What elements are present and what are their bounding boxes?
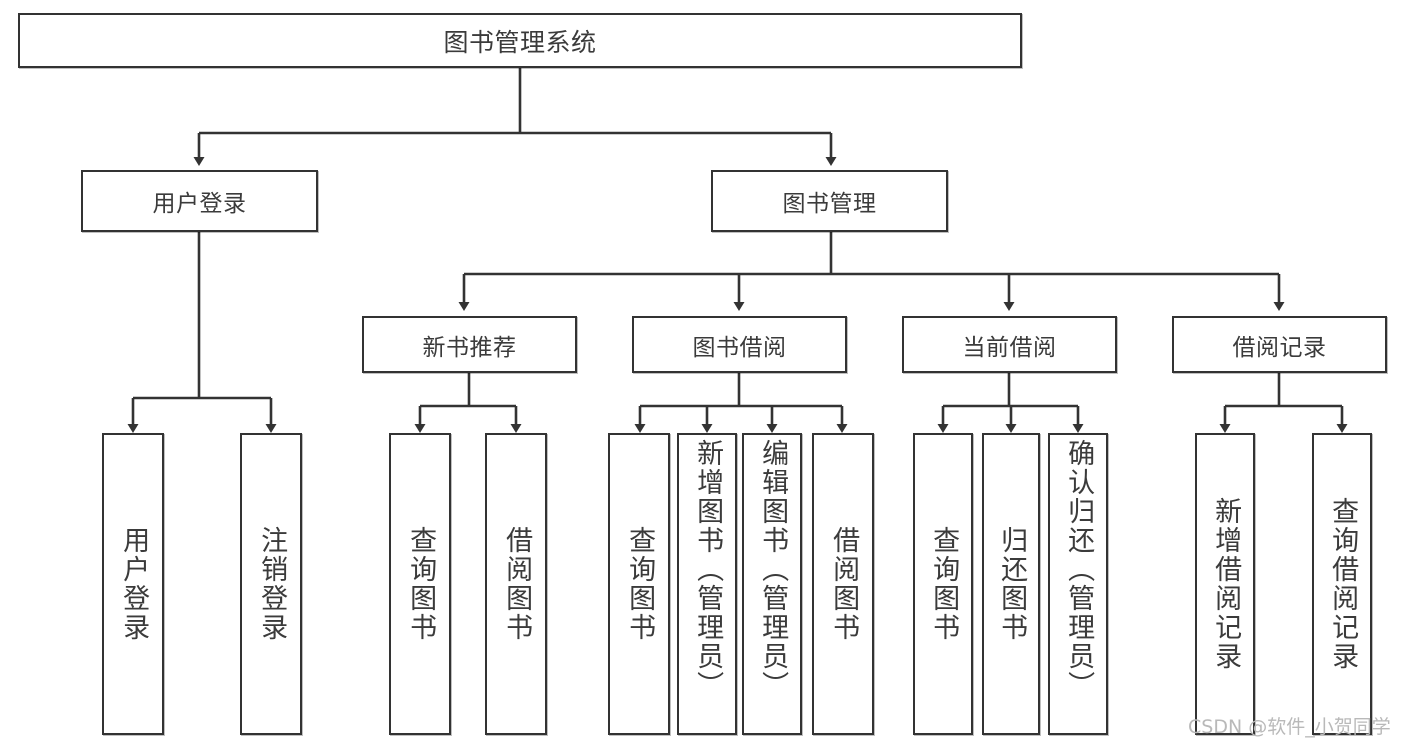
leaf-query-borrow-record[interactable]: 查询借阅记录 [1312, 433, 1372, 735]
leaf-borrow-book-1[interactable]: 借阅图书 [485, 433, 547, 735]
leaf-add-borrow-record-label: 新增借阅记录 [1210, 497, 1242, 671]
leaf-user-login-label: 用户登录 [118, 526, 150, 642]
node-root[interactable]: 图书管理系统 [18, 13, 1022, 68]
node-book-management-label: 图书管理 [782, 191, 877, 217]
node-current-borrow-label: 当前借阅 [962, 334, 1057, 361]
node-new-book-recommend-label: 新书推荐 [422, 334, 517, 361]
node-new-book-recommend[interactable]: 新书推荐 [362, 316, 577, 373]
leaf-logout-login-label: 注销登录 [256, 526, 288, 642]
leaf-add-book-admin[interactable]: 新增图书（管理员） [677, 433, 737, 735]
node-book-borrow[interactable]: 图书借阅 [632, 316, 847, 373]
leaf-add-book-admin-label: 新增图书（管理员） [692, 439, 724, 700]
node-current-borrow[interactable]: 当前借阅 [902, 316, 1117, 373]
leaf-query-book-3-label: 查询图书 [928, 526, 960, 642]
node-borrow-record[interactable]: 借阅记录 [1172, 316, 1387, 373]
leaf-user-login[interactable]: 用户登录 [102, 433, 164, 735]
leaf-edit-book-admin-label: 编辑图书（管理员） [757, 439, 789, 700]
leaf-query-book-1[interactable]: 查询图书 [389, 433, 451, 735]
watermark-text: CSDN @软件_小贺同学 [1188, 716, 1391, 738]
leaf-add-borrow-record[interactable]: 新增借阅记录 [1195, 433, 1255, 735]
leaf-borrow-book-2-label: 借阅图书 [828, 526, 860, 642]
node-user-login[interactable]: 用户登录 [81, 170, 318, 232]
leaf-query-book-2-label: 查询图书 [624, 526, 656, 642]
leaf-return-book[interactable]: 归还图书 [982, 433, 1040, 735]
leaf-confirm-return-admin-label: 确认归还（管理员） [1063, 439, 1095, 700]
node-borrow-record-label: 借阅记录 [1232, 334, 1327, 361]
leaf-edit-book-admin[interactable]: 编辑图书（管理员） [742, 433, 802, 735]
node-book-management[interactable]: 图书管理 [711, 170, 948, 232]
leaf-borrow-book-1-label: 借阅图书 [501, 526, 533, 642]
leaf-query-book-2[interactable]: 查询图书 [608, 433, 670, 735]
leaf-confirm-return-admin[interactable]: 确认归还（管理员） [1048, 433, 1108, 735]
node-book-borrow-label: 图书借阅 [692, 334, 787, 361]
leaf-query-book-1-label: 查询图书 [405, 526, 437, 642]
leaf-logout-login[interactable]: 注销登录 [240, 433, 302, 735]
leaf-return-book-label: 归还图书 [996, 526, 1028, 642]
node-user-login-label: 用户登录 [152, 191, 247, 217]
leaf-query-book-3[interactable]: 查询图书 [913, 433, 973, 735]
leaf-borrow-book-2[interactable]: 借阅图书 [812, 433, 874, 735]
node-root-label: 图书管理系统 [443, 27, 597, 57]
leaf-query-borrow-record-label: 查询借阅记录 [1327, 497, 1359, 671]
